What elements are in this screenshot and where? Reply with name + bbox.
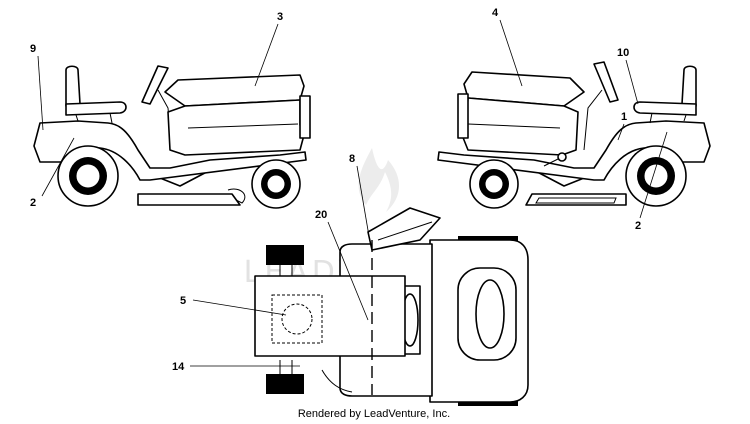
rendered-by-credit: Rendered by LeadVenture, Inc. <box>298 408 450 420</box>
callout-5: 5 <box>180 295 186 307</box>
callout-2-right: 2 <box>635 220 641 232</box>
callout-20: 20 <box>315 209 327 221</box>
callout-14: 14 <box>172 361 185 373</box>
callouts: 9 2 3 4 10 1 2 8 20 5 14 <box>30 7 668 373</box>
top-front-wheel-upper <box>266 245 304 265</box>
left-tractor-side-view <box>33 65 311 209</box>
callout-4: 4 <box>492 7 499 19</box>
callout-3: 3 <box>277 11 283 23</box>
right-tractor-side-view <box>437 61 711 209</box>
callout-9: 9 <box>30 43 36 55</box>
callout-10: 10 <box>617 47 629 59</box>
callout-2-left: 2 <box>30 197 36 209</box>
callout-8: 8 <box>349 153 355 165</box>
decal-5-outline <box>271 294 323 344</box>
top-front-wheel-lower <box>266 374 304 394</box>
callout-1: 1 <box>621 111 627 123</box>
tractor-top-view <box>254 207 529 406</box>
